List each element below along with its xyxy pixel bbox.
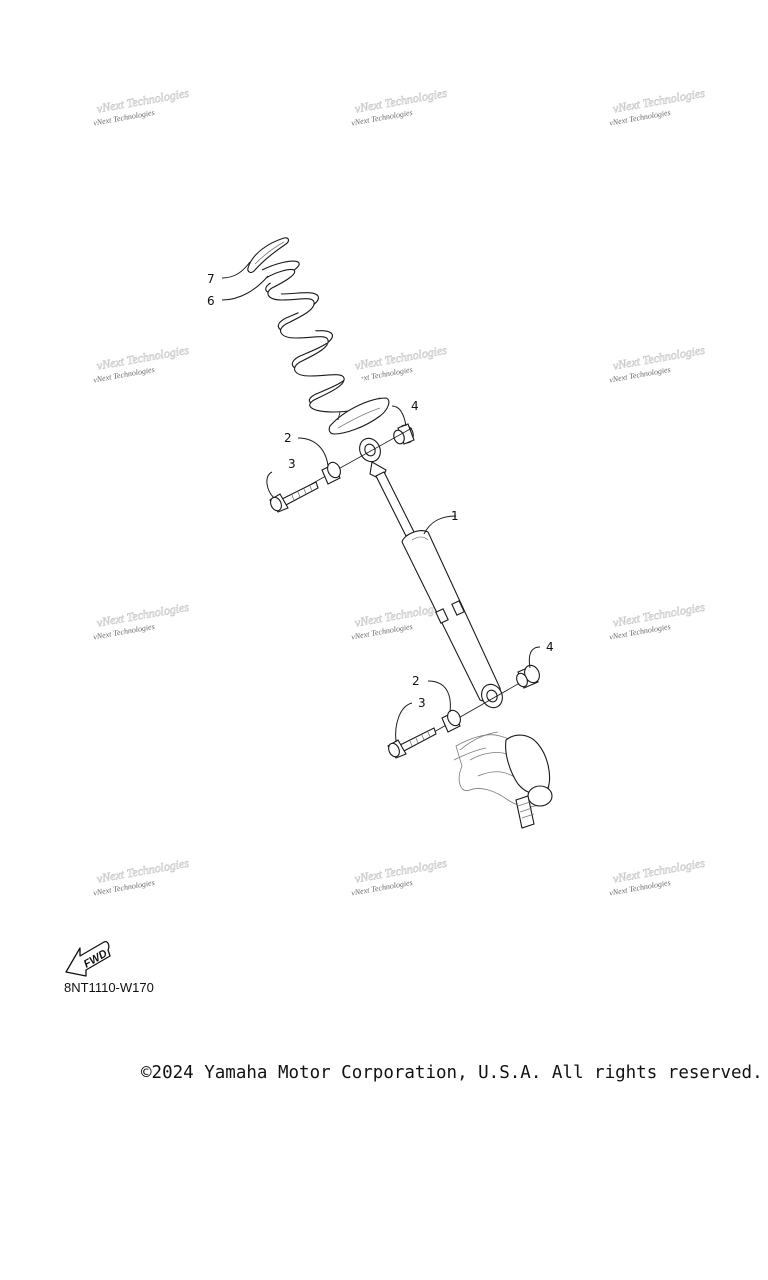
leader-lines [221, 261, 541, 743]
seat-tab [337, 411, 341, 421]
lower-arm-knuckle [453, 731, 553, 829]
watermark: vNext Technologies vNext Technologies [351, 85, 449, 127]
watermark: vNext Technologies vNext Technologies [93, 855, 191, 897]
watermark: vNext Technologies vNext Technologies [609, 85, 707, 127]
callout-number: 2 [284, 431, 292, 445]
part-2-lower-spacer [441, 709, 461, 733]
part-6-coil-spring [261, 260, 383, 413]
callout-number: 6 [207, 294, 215, 308]
part-3-lower-bolt [387, 727, 437, 759]
copyright-notice: ©2024 Yamaha Motor Corporation, U.S.A. A… [141, 1063, 763, 1083]
lower-axis-line [419, 675, 533, 741]
callout-number: 4 [546, 640, 554, 654]
callout-number: 2 [412, 674, 420, 688]
part-7-spring-seat [247, 237, 289, 273]
diagram-code: 8NT1110-W170 [64, 980, 154, 995]
callout-number: 4 [411, 399, 419, 413]
part-4-upper-collar [393, 423, 415, 445]
watermark: vNext Technologies vNext Technologies [93, 85, 191, 127]
watermark: vNext Technologies vNext Technologies [609, 855, 707, 897]
watermark: vNext Technologies vNext Technologies [609, 342, 707, 384]
watermarks: vNext Technologies vNext Technologies vN… [93, 85, 707, 897]
lower-spring-seat [328, 397, 390, 435]
part-4-lower-collar [516, 664, 540, 689]
watermark: vNext Technologies vNext Technologies [93, 342, 191, 384]
watermark: vNext Technologies vNext Technologies [351, 342, 449, 384]
callout-number: 7 [207, 272, 215, 286]
watermark: vNext Technologies vNext Technologies [93, 599, 191, 641]
callout-number: 3 [418, 696, 426, 710]
part-3-upper-bolt [269, 481, 319, 513]
callout-number: 1 [451, 509, 459, 523]
fwd-label: FWD [82, 948, 110, 971]
callout-number: 3 [288, 457, 296, 471]
callouts: 7 6 4 2 3 1 4 2 3 [207, 272, 554, 710]
part-2-upper-spacer [321, 461, 341, 485]
part-1-shock-absorber [359, 437, 503, 709]
watermark: vNext Technologies vNext Technologies [609, 599, 707, 641]
watermark: vNext Technologies vNext Technologies [351, 855, 449, 897]
fwd-arrow-icon: FWD [65, 940, 111, 977]
